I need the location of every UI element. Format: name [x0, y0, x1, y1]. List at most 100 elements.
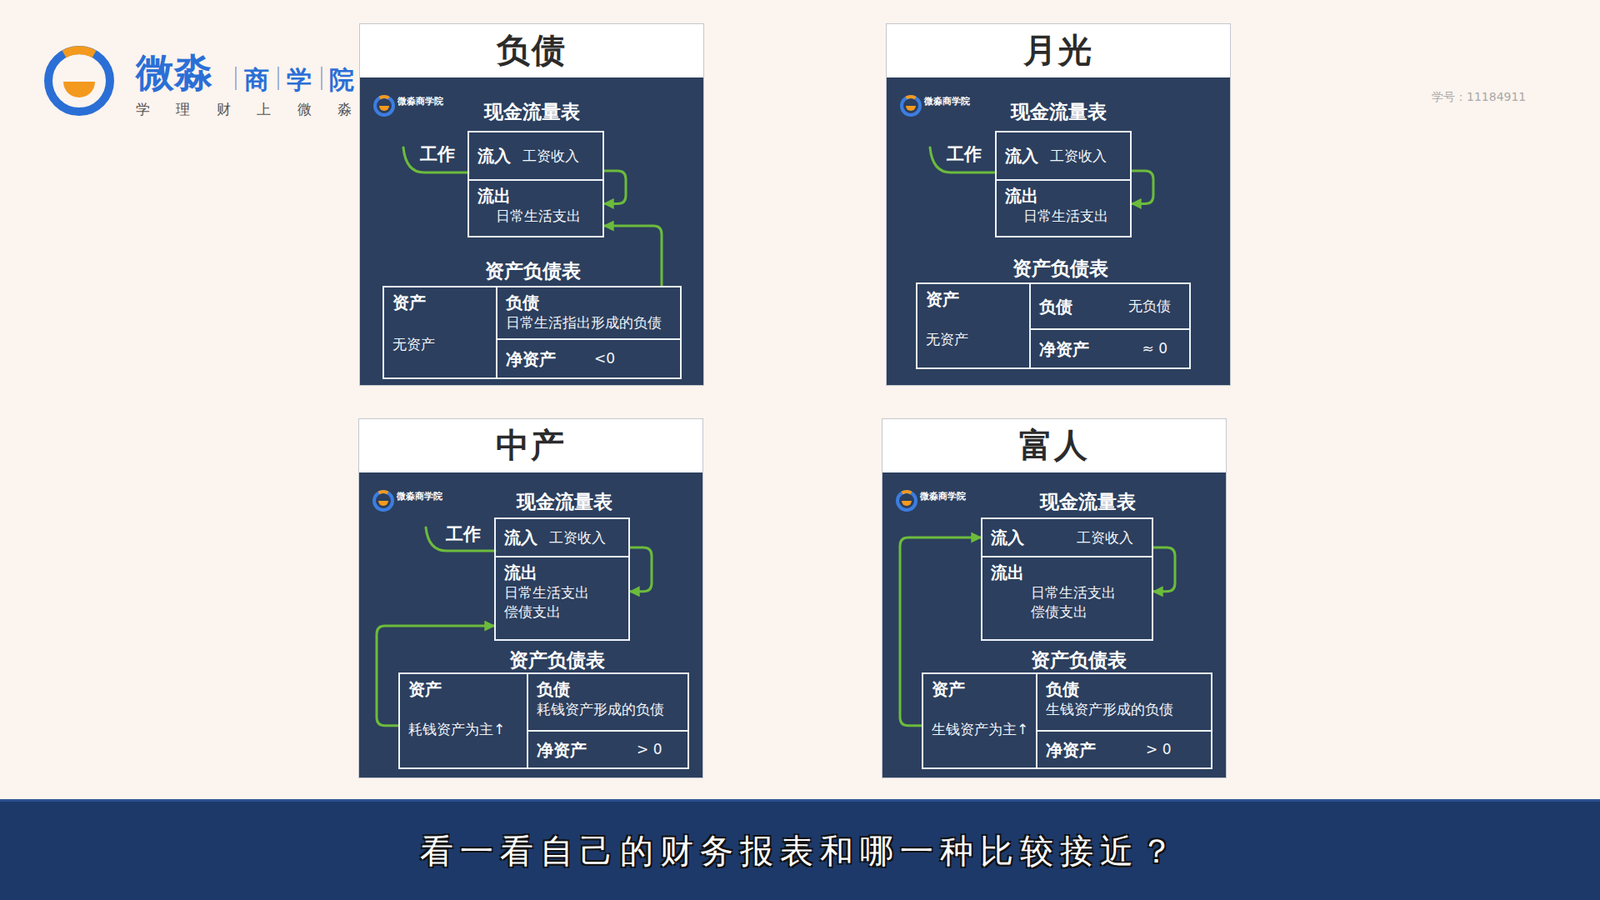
- statement-box: 负债耗钱资产形成的负债: [526, 672, 690, 732]
- statement-box: 资产生钱资产为主↑: [921, 672, 1038, 770]
- student-id: 学号：11184911: [1431, 90, 1526, 105]
- logo-separator: [320, 66, 323, 90]
- box-heading: 流入: [990, 527, 1025, 548]
- text-wrapper: 资产负债表: [431, 648, 682, 672]
- box-value: 工资收入: [1076, 529, 1134, 547]
- mini-logo-cap: [379, 491, 389, 493]
- statement-box: 流入 工资收入: [980, 517, 1154, 558]
- statement-box: 负债日常生活指出形成的负债: [495, 285, 682, 340]
- text-wrapper: 看一看自己的财务报表和哪一种比较接近？: [0, 801, 1600, 900]
- panel: 中产现金流量表资产负债表流入工资收入流出日常生活支出偿债支出资产耗钱资产为主↑负…: [358, 418, 704, 779]
- text-wrapper: 富人: [881, 418, 1227, 472]
- text-wrapper: 工作: [445, 524, 481, 545]
- text-wrapper: 微淼: [135, 50, 213, 96]
- text-wrapper: 工作: [420, 144, 455, 165]
- mini-logo-cap: [906, 96, 916, 98]
- text-wrapper: 商: [244, 65, 270, 95]
- logo-char: 学: [286, 65, 312, 95]
- mini-logo-ring: [374, 491, 393, 510]
- mini-logo-text: 微淼商学院: [397, 95, 444, 107]
- box-value: 工资收入: [549, 529, 606, 547]
- panel-decor: [360, 24, 705, 387]
- box-value: ≈ 0: [1142, 340, 1168, 358]
- text-wrapper: 中产: [358, 418, 704, 472]
- panel: 负债现金流量表资产负债表流入工资收入流出日常生活支出资产无资产负债日常生活指出形…: [359, 23, 705, 386]
- box-value: 日常生活支出: [495, 207, 581, 225]
- text-wrapper: 学 理 财 上 微 淼: [135, 100, 363, 118]
- section-heading: 资产负债表: [407, 259, 658, 283]
- statement-box: 资产无资产: [915, 282, 1031, 370]
- mini-logo-cap: [902, 491, 912, 493]
- panel-background: [359, 23, 705, 386]
- box-heading: 净资产: [505, 349, 556, 370]
- box-heading: 净资产: [1039, 339, 1090, 360]
- text-wrapper: 微淼商学院: [396, 490, 443, 502]
- box-value: 耗钱资产为主↑: [408, 720, 505, 739]
- statement-box: 流出日常生活支出: [995, 179, 1132, 238]
- work-label: 工作: [420, 144, 455, 165]
- logo-slogan: 学 理 财 上 微 淼: [135, 100, 363, 118]
- logo-cap: [64, 50, 95, 55]
- panel-title: 负债: [496, 30, 567, 70]
- box-value: 生钱资产为主↑: [931, 720, 1029, 739]
- panel-title: 中产: [495, 425, 566, 465]
- box-heading: 负债: [536, 679, 570, 700]
- statement-box: 净资产<0: [495, 338, 682, 380]
- text-wrapper: 资产负债表: [407, 259, 658, 283]
- statement-box: 流出日常生活支出: [467, 179, 605, 238]
- flow-arrow: [630, 547, 652, 592]
- statement-box: 负债无负债: [1029, 282, 1191, 330]
- box-value: 生钱资产形成的负债: [1045, 700, 1174, 719]
- box-heading: 流出: [477, 185, 511, 206]
- box-value: 日常生活支出: [504, 584, 590, 602]
- statement-box: 流入工资收入: [467, 130, 605, 181]
- text-wrapper: 月光: [885, 23, 1231, 77]
- box-heading: 资产: [925, 289, 960, 310]
- mini-logo-cap: [380, 96, 390, 98]
- logo-smile: [63, 81, 95, 98]
- mini-logo-text: 微淼商学院: [920, 490, 966, 502]
- box-heading: 资产: [408, 679, 442, 700]
- box-value: 耗钱资产形成的负债: [536, 700, 665, 719]
- flow-arrow: [604, 225, 662, 286]
- text-wrapper: 现金流量表: [962, 490, 1213, 514]
- box-heading: 资产: [931, 679, 965, 700]
- box-value: 偿债支出: [1030, 603, 1088, 621]
- work-label: 工作: [946, 144, 982, 165]
- box-value: > 0: [636, 740, 662, 759]
- flow-arrow: [900, 537, 981, 726]
- mini-logo-ring: [897, 491, 916, 510]
- box-heading: 负债: [1039, 296, 1073, 317]
- statement-box: 流入工资收入: [995, 130, 1132, 181]
- logo-char: 商: [244, 65, 270, 95]
- mini-logo-smile: [379, 105, 390, 111]
- mini-logo-text: 微淼商学院: [924, 95, 970, 107]
- text-wrapper: 学号：11184911: [1431, 90, 1526, 105]
- logo-wordmark: 微淼: [135, 50, 213, 96]
- mini-logo-ring: [901, 96, 920, 115]
- text-wrapper: 院: [329, 65, 355, 95]
- box-heading: 流入: [477, 145, 511, 166]
- section-heading: 现金流量表: [439, 490, 690, 514]
- text-wrapper: 现金流量表: [406, 100, 657, 124]
- logo-ring: [48, 50, 110, 112]
- mini-logo-ring: [375, 96, 394, 115]
- box-heading: 流出: [990, 562, 1025, 583]
- text-wrapper: 资产负债表: [953, 648, 1204, 672]
- statement-box: 净资产 ≈ 0: [1029, 328, 1191, 370]
- logo-separator: [277, 66, 280, 90]
- text-wrapper: 现金流量表: [933, 100, 1184, 124]
- work-label: 工作: [445, 524, 481, 545]
- box-value: 日常生活支出: [1030, 584, 1116, 602]
- statement-box: 资产耗钱资产为主↑: [398, 672, 529, 770]
- logo-separator: [235, 66, 237, 90]
- box-heading: 流入: [1005, 145, 1039, 166]
- box-value: 工资收入: [1050, 147, 1107, 165]
- box-value: > 0: [1145, 740, 1171, 759]
- statement-box: 负债生钱资产形成的负债: [1035, 672, 1213, 732]
- text-wrapper: 微淼商学院: [920, 490, 966, 502]
- box-heading: 资产: [392, 292, 426, 313]
- section-heading: 现金流量表: [406, 100, 657, 124]
- subtitle: 看一看自己的财务报表和哪一种比较接近？: [420, 830, 1180, 872]
